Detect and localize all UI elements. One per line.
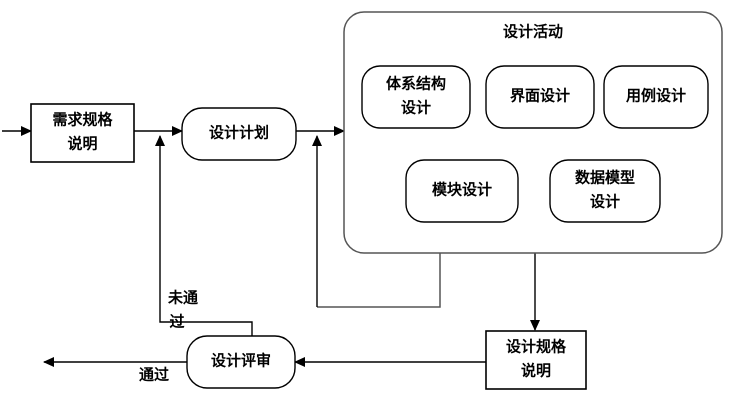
requirements-spec-label-line1: 需求规格 xyxy=(52,110,113,128)
node-design-spec[interactable]: 设计规格 说明 xyxy=(485,330,587,390)
group-design-activities[interactable]: 设计活动 xyxy=(343,11,723,254)
design-spec-label-line1: 设计规格 xyxy=(506,337,567,355)
activity-data-model-box xyxy=(549,159,661,223)
design-spec-box xyxy=(485,330,587,390)
activity-interface-box xyxy=(485,65,595,129)
connector-review-fail-to-plan xyxy=(155,135,253,336)
design-review-box xyxy=(186,335,296,389)
node-requirements-spec[interactable]: 需求规格 说明 xyxy=(30,103,135,163)
edge-label-pass: 通过 xyxy=(139,365,169,383)
design-plan-box xyxy=(181,107,297,161)
activity-usecase-label: 用例设计 xyxy=(626,86,686,104)
activity-architecture-box xyxy=(361,65,471,129)
requirements-spec-label-line2: 说明 xyxy=(67,134,97,152)
design-activities-title: 设计活动 xyxy=(503,22,563,40)
activity-usecase-box xyxy=(603,65,709,129)
node-activity-module-design[interactable]: 模块设计 xyxy=(405,159,519,223)
activity-module-box xyxy=(405,159,519,223)
node-design-review[interactable]: 设计评审 xyxy=(186,335,296,389)
node-activity-data-model-design[interactable]: 数据模型 设计 xyxy=(549,159,661,223)
requirements-spec-box xyxy=(30,103,135,163)
design-review-label: 设计评审 xyxy=(211,351,271,369)
activity-architecture-label-line2: 设计 xyxy=(401,98,431,116)
activity-interface-label: 界面设计 xyxy=(510,86,570,104)
edge-label-fail-line2: 过 xyxy=(169,312,184,330)
node-activity-interface-design[interactable]: 界面设计 xyxy=(485,65,595,129)
node-activity-architecture-design[interactable]: 体系结构 设计 xyxy=(361,65,471,129)
activity-data-model-label-line1: 数据模型 xyxy=(575,168,635,186)
design-plan-label: 设计计划 xyxy=(209,123,269,141)
design-spec-label-line2: 说明 xyxy=(521,361,551,379)
node-activity-usecase-design[interactable]: 用例设计 xyxy=(603,65,709,129)
activity-data-model-label-line2: 设计 xyxy=(590,192,620,210)
edge-label-fail-line1: 未通 xyxy=(167,288,198,306)
node-design-plan[interactable]: 设计计划 xyxy=(181,107,297,161)
connector-activities-loop-horizontal xyxy=(317,253,441,308)
activity-module-label: 模块设计 xyxy=(432,180,492,198)
design-activities-container xyxy=(343,11,723,254)
activity-architecture-label-line1: 体系结构 xyxy=(386,74,446,92)
